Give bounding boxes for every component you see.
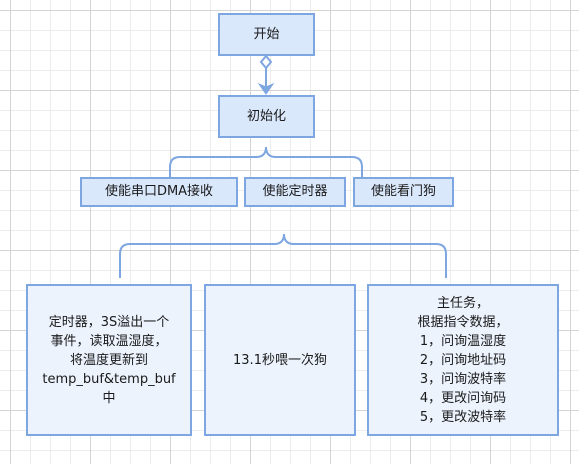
start-node[interactable]: 开始 <box>218 13 315 56</box>
feed-dog-label: 13.1秒喂一次狗 <box>233 352 327 368</box>
feed-dog-node[interactable]: 13.1秒喂一次狗 <box>204 284 356 436</box>
init-node[interactable]: 初始化 <box>218 95 315 138</box>
diamond-tail-icon <box>259 54 273 70</box>
init-brace <box>169 146 363 177</box>
arrowhead-icon <box>257 82 275 95</box>
watchdog-label: 使能看门狗 <box>370 184 436 199</box>
timer-task-node[interactable]: 定时器，3S溢出一个 事件，读取温湿度， 将温度更新到 temp_buf&tem… <box>26 284 192 436</box>
timer-brace <box>119 233 447 278</box>
main-task-label: 主任务， 根据指令数据， 1，问询温湿度 2，问询地址码 3，问询波特率 4，更… <box>417 295 509 425</box>
watchdog-node[interactable]: 使能看门狗 <box>353 177 454 207</box>
dma-node[interactable]: 使能串口DMA接收 <box>80 177 238 207</box>
dma-label: 使能串口DMA接收 <box>104 184 214 199</box>
timer-node[interactable]: 使能定时器 <box>244 177 346 207</box>
init-label: 初始化 <box>246 108 286 124</box>
timer-label: 使能定时器 <box>262 184 328 199</box>
main-task-node[interactable]: 主任务， 根据指令数据， 1，问询温湿度 2，问询地址码 3，问询波特率 4，更… <box>367 284 559 436</box>
timer-task-label: 定时器，3S溢出一个 事件，读取温湿度， 将温度更新到 temp_buf&tem… <box>42 314 176 406</box>
start-label: 开始 <box>253 26 280 42</box>
